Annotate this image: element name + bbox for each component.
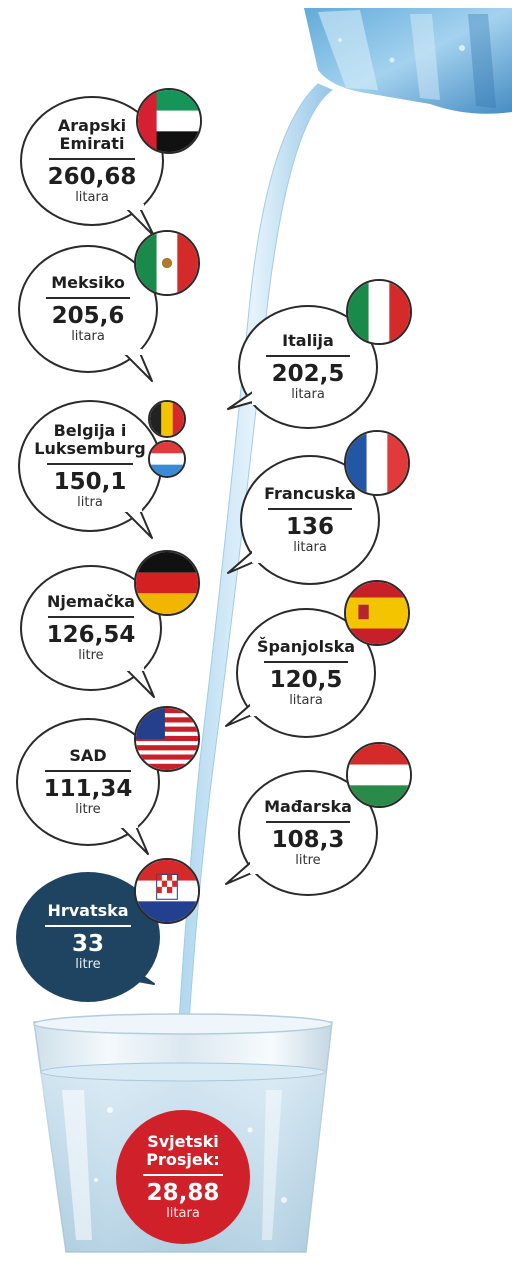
spain-flag-icon: [344, 580, 410, 646]
country-label: Španjolska: [256, 637, 356, 656]
country-label: Svjetski Prosjek:: [146, 1132, 220, 1169]
divider: [44, 770, 132, 772]
country-label: Njemačka: [46, 592, 136, 611]
consumption-value: 205,6: [51, 303, 125, 329]
bubble-tail: [225, 854, 260, 885]
usa-flag-icon: [134, 706, 200, 772]
country-label: Meksiko: [51, 273, 125, 292]
unit-label: litara: [75, 190, 109, 205]
bubble-tail: [227, 543, 262, 574]
consumption-value: 260,68: [47, 164, 137, 190]
consumption-value: 111,34: [43, 776, 133, 802]
bubble-tail: [122, 349, 153, 382]
unit-label: litre: [78, 648, 104, 663]
hungary-flag-icon: [346, 742, 412, 808]
consumption-value: 136: [285, 514, 334, 540]
consumption-value: 150,1: [53, 469, 127, 495]
bubble-tail: [119, 959, 155, 985]
france-flag-icon: [344, 430, 410, 496]
divider: [46, 463, 134, 465]
croatia-flag-icon: [134, 858, 200, 924]
divider: [265, 355, 351, 357]
divider: [265, 821, 351, 823]
bubble-belgium-luxembourg: Belgija i Luksemburg 150,1 litra: [18, 400, 162, 539]
bubble-spain: Španjolska 120,5 litara: [225, 608, 376, 738]
bubble-world-average: Svjetski Prosjek: 28,88 litara: [116, 1110, 250, 1244]
country-label: Mađarska: [264, 797, 352, 816]
mexico-flag-icon: [134, 230, 200, 296]
unit-label: litara: [289, 693, 323, 708]
unit-label: litre: [295, 853, 321, 868]
belgium-flag-icon: [148, 400, 186, 438]
divider: [48, 616, 134, 618]
bottle: [304, 8, 512, 114]
divider: [45, 297, 131, 299]
bubble-tail: [122, 506, 153, 539]
consumption-value: 202,5: [271, 361, 345, 387]
consumption-value: 108,3: [271, 827, 345, 853]
unit-label: litra: [77, 495, 103, 510]
country-label: Arapski Emirati: [57, 116, 127, 153]
consumption-value: 120,5: [269, 667, 343, 693]
divider: [48, 158, 136, 160]
uae-flag-icon: [136, 88, 202, 154]
country-label: SAD: [69, 746, 107, 765]
luxembourg-flag-icon: [148, 440, 186, 478]
unit-label: litre: [75, 802, 101, 817]
country-label: Francuska: [264, 484, 356, 503]
divider: [142, 1174, 224, 1176]
unit-label: litara: [293, 540, 327, 555]
divider: [44, 925, 132, 927]
unit-label: litara: [291, 387, 325, 402]
country-label: Hrvatska: [47, 901, 129, 920]
germany-flag-icon: [134, 550, 200, 616]
bubble-tail: [118, 822, 149, 855]
bubble-tail: [227, 385, 262, 410]
bubble-tail: [225, 696, 260, 727]
unit-label: litre: [75, 957, 101, 972]
italy-flag-icon: [346, 279, 412, 345]
consumption-value: 33: [71, 931, 104, 957]
bubble-tail: [124, 665, 155, 698]
country-label: Italija: [282, 331, 334, 350]
consumption-value: 126,54: [46, 622, 136, 648]
bubble-tail: [124, 204, 155, 237]
bubble-uae: Arapski Emirati 260,68 litara: [20, 96, 164, 237]
country-label: Belgija i Luksemburg: [34, 421, 146, 458]
divider: [267, 508, 353, 510]
unit-label: litara: [71, 329, 105, 344]
unit-label: litara: [166, 1206, 200, 1221]
divider: [263, 661, 349, 663]
consumption-value: 28,88: [146, 1180, 220, 1206]
